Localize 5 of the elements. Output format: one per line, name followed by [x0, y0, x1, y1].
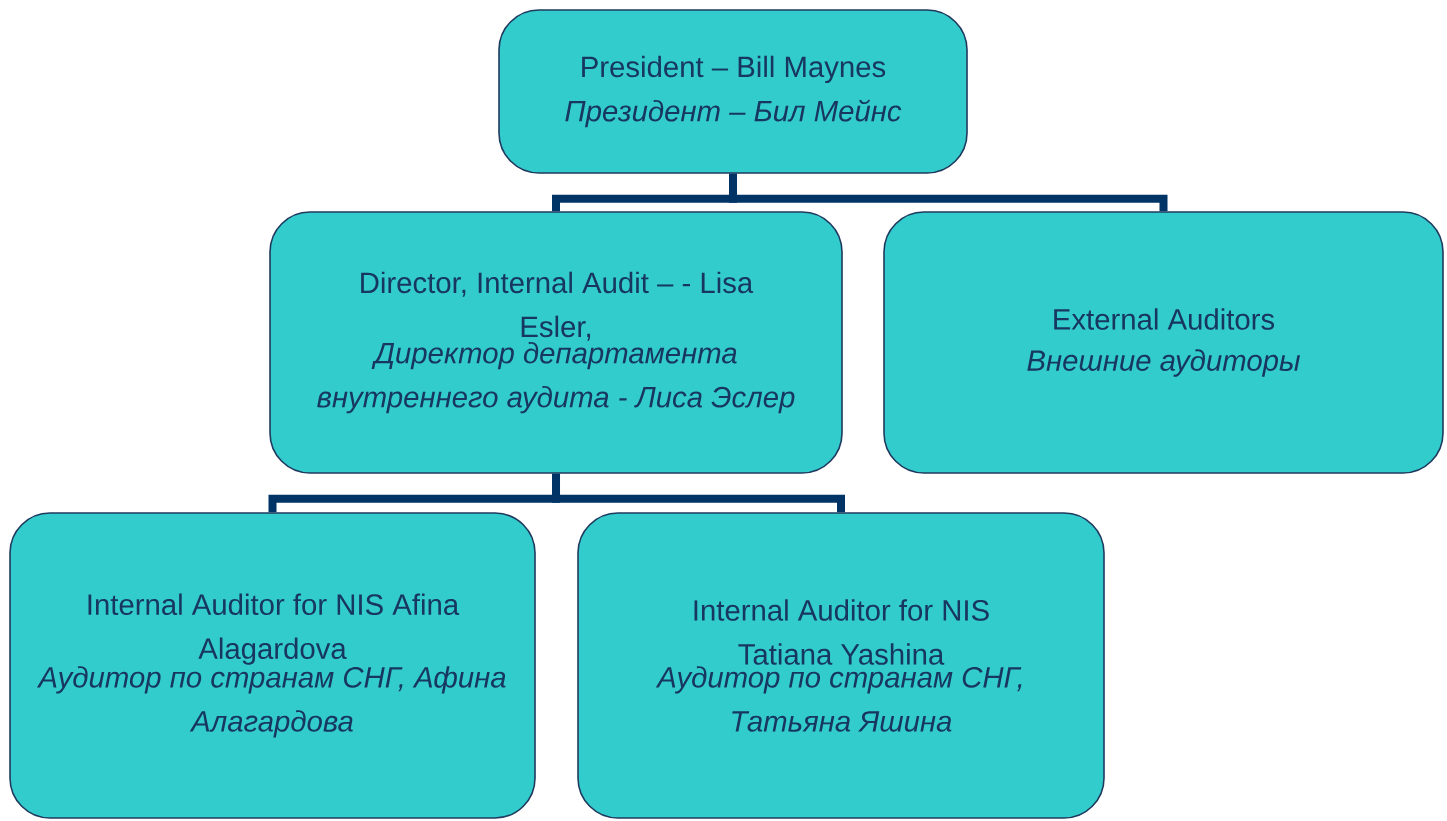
org-box: Internal Auditor for NIS Tatiana Yashina Аудитор по странам СНГ, Татьяна Яшина [577, 512, 1105, 819]
org-box: External Auditors Внешние аудиторы [883, 211, 1444, 474]
org-box: Director, Internal Audit – - Lisa Esler, Директор департамента внутреннего аудита - Лиса Эслер [269, 211, 843, 474]
org-box: Internal Auditor for NIS Afina Alagardova Аудитор по странам СНГ, Афина Алагардова [9, 512, 536, 819]
org-box: President – Bill Maynes Президент – Бил Мейнс [498, 9, 968, 174]
